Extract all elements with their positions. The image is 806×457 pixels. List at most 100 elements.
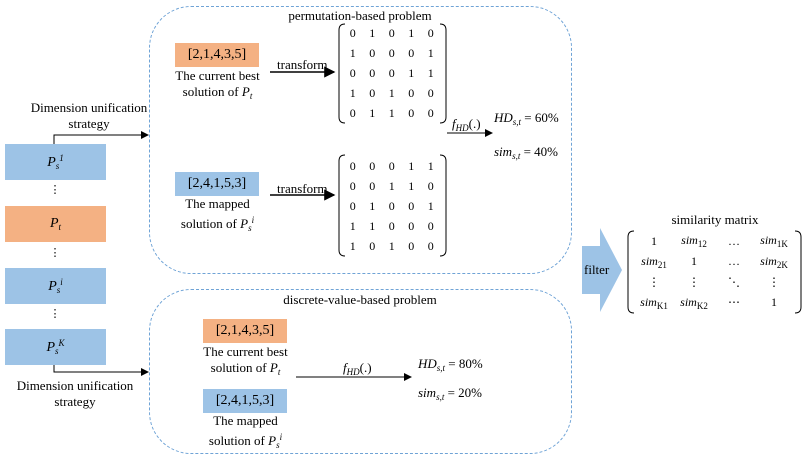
matrix-bottom-cell: 1: [388, 178, 395, 193]
strategy-label-bottom: Dimension unification strategy: [16, 378, 134, 409]
matrix-top-cell: 1: [427, 65, 434, 80]
matrix-bottom-cell: 0: [427, 218, 434, 233]
matrix-bottom-cell: 0: [408, 218, 415, 233]
filter-arrow-shape: [582, 228, 622, 312]
matrix-bottom-cell: 1: [408, 178, 415, 193]
matrix-bottom-cell: 1: [369, 218, 376, 233]
matrix-top-cell: 0: [408, 46, 415, 61]
matrix-top-cell: 0: [349, 26, 356, 41]
strategy-label-top: Dimension unification strategy: [30, 100, 148, 131]
ellipsis-3: ⋮: [49, 308, 61, 320]
matrix-top-right-bracket: [439, 23, 447, 124]
matrix-bottom-cell: 0: [349, 198, 356, 213]
similarity-matrix-cell: ⋮: [688, 274, 700, 289]
matrix-top-cell: 1: [427, 46, 434, 61]
permutation-mapped-caption: The mapped solution of Psi: [180, 196, 255, 233]
matrix-top-left-bracket: [338, 23, 346, 124]
matrix-top-cell: 1: [349, 46, 356, 61]
population-box-si: Psi: [5, 268, 106, 304]
permutation-panel: [149, 6, 572, 274]
matrix-top-cell: 0: [369, 46, 376, 61]
permutation-mapped-solution-box: [2,4,1,5,3]: [175, 172, 259, 196]
similarity-matrix-cell: sim2K: [760, 253, 788, 270]
matrix-top-cell: 0: [427, 85, 434, 100]
permutation-fhd-label: fHD(.): [452, 116, 481, 133]
strategy-arrow-top: [53, 131, 149, 144]
sim-matrix-left-bracket: [627, 230, 635, 314]
similarity-matrix-cell: …: [728, 233, 740, 248]
transform-label-bottom: transform: [277, 181, 328, 196]
similarity-matrix-cell: sim1K: [760, 233, 788, 250]
permutation-panel-title: permutation-based problem: [288, 8, 432, 23]
matrix-bottom-cell: 0: [349, 158, 356, 173]
matrix-bottom-cell: 1: [388, 238, 395, 253]
matrix-top-cell: 1: [369, 26, 376, 41]
matrix-bottom-cell: 0: [427, 178, 434, 193]
similarity-matrix-cell: 1: [651, 233, 657, 248]
discrete-mapped-solution-box: [2,4,1,5,3]: [203, 389, 287, 413]
matrix-top-cell: 1: [369, 105, 376, 120]
similarity-matrix-cell: simK2: [680, 294, 708, 311]
matrix-bottom-cell: 0: [388, 218, 395, 233]
similarity-matrix-cell: ⋱: [728, 274, 740, 289]
similarity-matrix-cell: ⋮: [768, 274, 780, 289]
discrete-panel: [149, 289, 572, 454]
discrete-fhd-label: fHD(.): [343, 360, 372, 377]
matrix-top-cell: 1: [388, 105, 395, 120]
matrix-top-cell: 0: [369, 85, 376, 100]
similarity-matrix-cell: …: [728, 254, 740, 269]
permutation-sim-value: sims,t = 40%: [494, 144, 558, 161]
matrix-top-cell: 1: [388, 85, 395, 100]
matrix-top-cell: 0: [369, 65, 376, 80]
matrix-top-cell: 0: [427, 26, 434, 41]
similarity-matrix-cell: sim12: [681, 233, 707, 250]
matrix-bottom-cell: 1: [349, 218, 356, 233]
similarity-matrix-cell: 1: [771, 295, 777, 310]
ellipsis-1: ⋮: [49, 184, 61, 196]
ellipsis-2: ⋮: [49, 247, 61, 259]
similarity-matrix-cell: 1: [691, 254, 697, 269]
discrete-best-caption: The current best solution of Pt: [203, 344, 288, 377]
matrix-top-cell: 1: [349, 85, 356, 100]
matrix-top-cell: 0: [408, 105, 415, 120]
matrix-bottom-cell: 0: [349, 178, 356, 193]
discrete-best-solution-box: [2,1,4,3,5]: [203, 319, 287, 343]
matrix-top-cell: 0: [427, 105, 434, 120]
matrix-bottom-cell: 0: [427, 238, 434, 253]
matrix-bottom-cell: 0: [388, 158, 395, 173]
similarity-matrix-row: ⋮⋮⋱⋮: [634, 272, 794, 293]
strategy-arrow-bottom: [53, 363, 149, 376]
sim-matrix-right-bracket: [794, 230, 802, 314]
matrix-top-cell: 0: [349, 65, 356, 80]
matrix-bottom-cell: 0: [369, 158, 376, 173]
discrete-panel-title: discrete-value-based problem: [283, 292, 437, 307]
matrix-top-cell: 0: [388, 65, 395, 80]
matrix-bottom-left-bracket: [338, 154, 346, 257]
matrix-bottom-cell: 0: [388, 198, 395, 213]
similarity-matrix-cell: sim21: [641, 253, 667, 270]
matrix-bottom-cell: 1: [408, 158, 415, 173]
similarity-matrix-cell: ⋯: [728, 295, 740, 310]
discrete-mapped-caption: The mapped solution of Psi: [208, 413, 283, 450]
matrix-bottom-cell: 0: [369, 238, 376, 253]
filter-label: filter: [584, 262, 610, 277]
matrix-top-cell: 1: [408, 26, 415, 41]
matrix-bottom-right-bracket: [439, 154, 447, 257]
similarity-matrix-row: 1 sim12 … sim1K: [634, 231, 794, 252]
transform-label-top: transform: [277, 57, 328, 72]
